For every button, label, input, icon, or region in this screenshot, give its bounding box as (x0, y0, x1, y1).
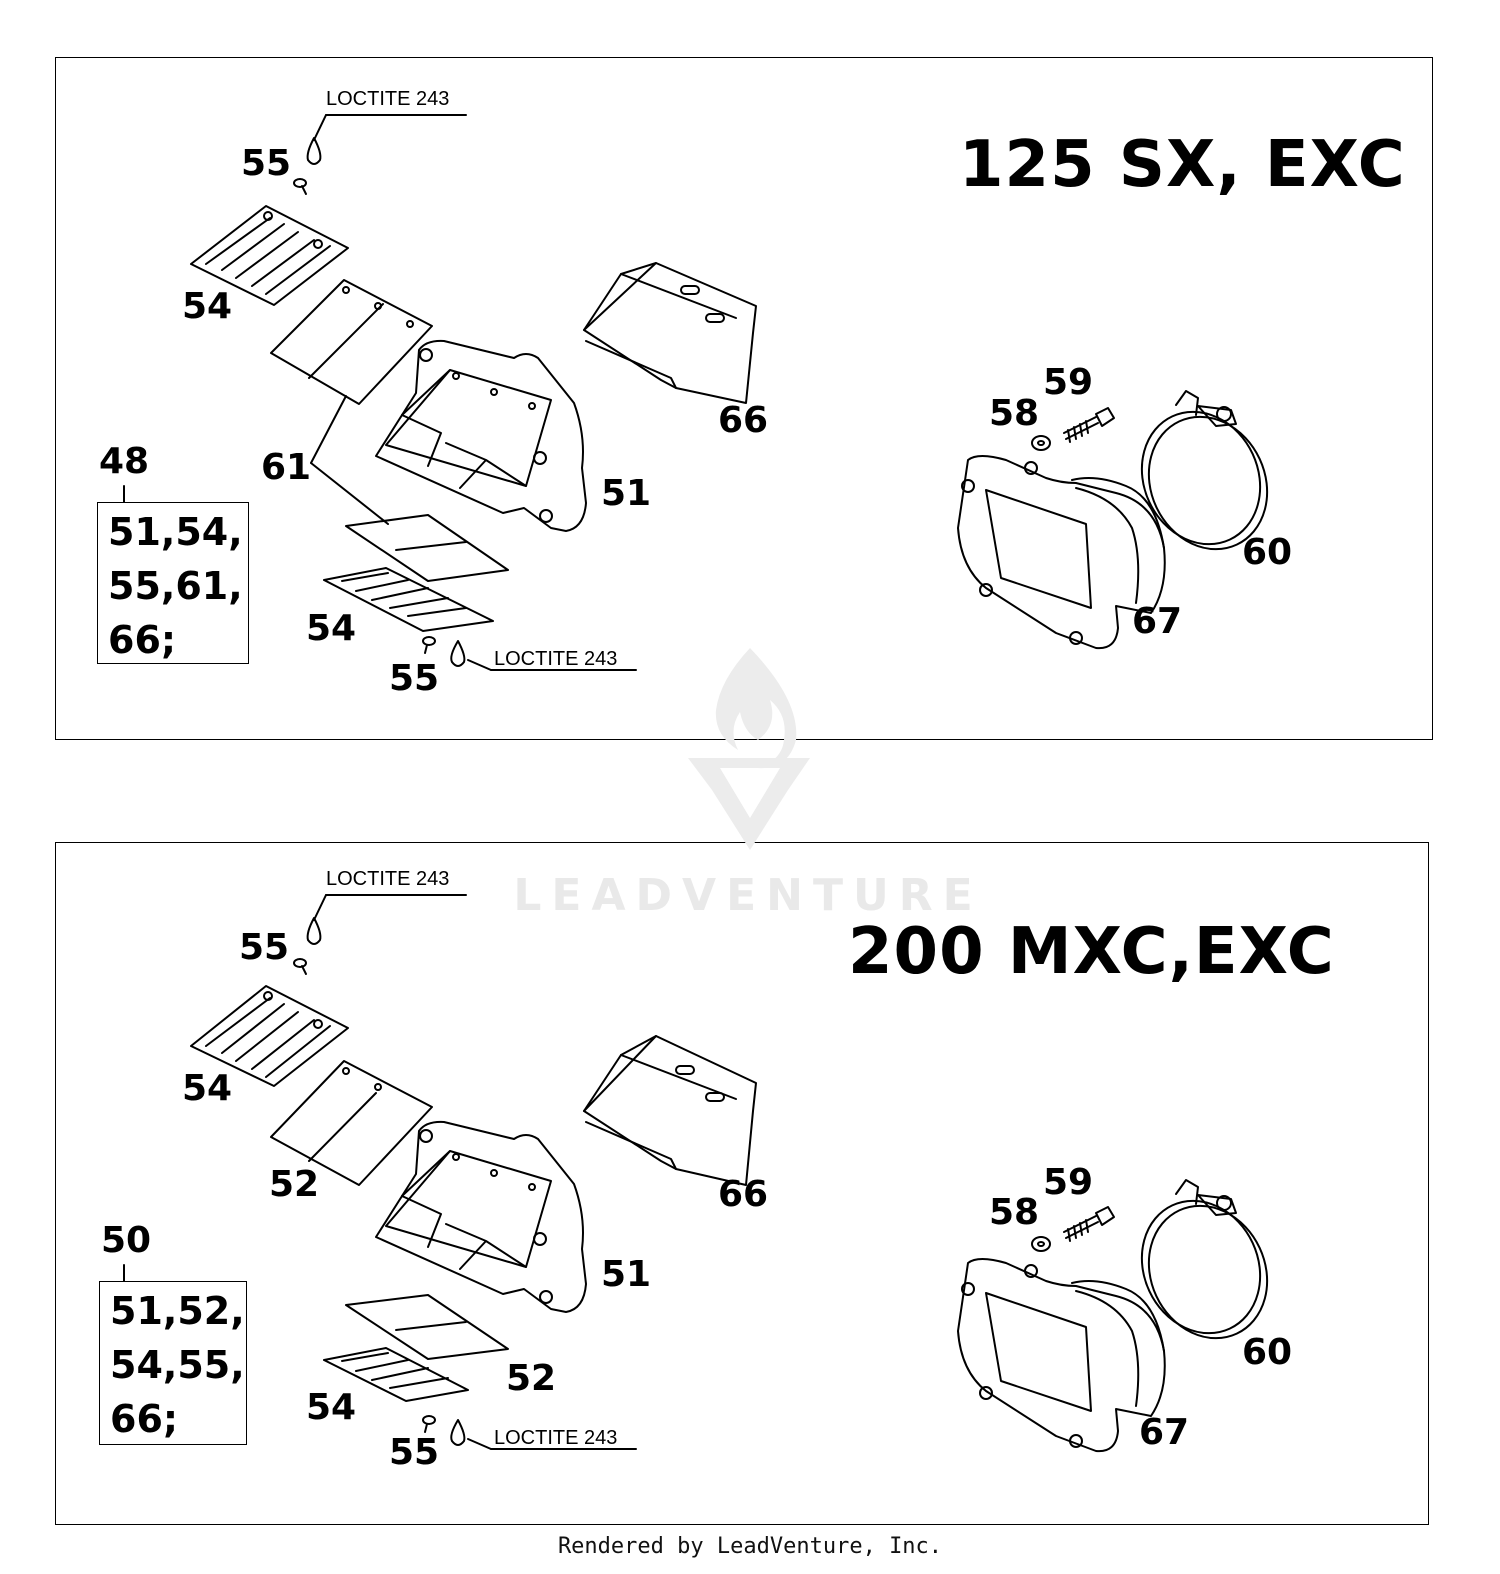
loctite-drop-top (306, 917, 322, 945)
kit-line: 66; (110, 1397, 179, 1441)
reed-stopper-top (190, 985, 349, 1087)
washer (1031, 1236, 1051, 1252)
callout-61: 61 (261, 447, 312, 488)
callout-60: 60 (1242, 532, 1293, 573)
callout-51: 51 (601, 1254, 652, 1295)
kit-line: 51,54, (108, 510, 243, 554)
kit-contents-box: 51,52, 54,55, 66; (99, 1281, 247, 1445)
diagram-panel-200: LOCTITE 243 200 MXC,EXC 55 54 52 51 66 5… (55, 842, 1429, 1525)
model-title: 125 SX, EXC (959, 128, 1406, 202)
kit-line: 55,61, (108, 564, 243, 608)
intake-manifold (957, 1258, 1166, 1453)
reed-stopper-top (190, 205, 349, 306)
loctite-leader-bottom (467, 1438, 637, 1450)
intake-cover (583, 262, 757, 404)
callout-66: 66 (718, 1174, 769, 1215)
loctite-drop-top (306, 137, 322, 165)
reed-housing (375, 1120, 587, 1313)
hose-clamp (1140, 390, 1269, 551)
callout-51: 51 (601, 473, 652, 514)
model-title: 200 MXC,EXC (848, 915, 1335, 989)
exploded-view-drawing (123, 114, 1269, 671)
loctite-note-bottom: LOCTITE 243 (494, 1427, 618, 1449)
diagram-panel-125: LOCTITE 243 125 SX, EXC 55 54 61 51 66 5… (55, 57, 1433, 740)
callout-60: 60 (1242, 1332, 1293, 1373)
callout-54-top: 54 (182, 286, 233, 327)
callout-52-top: 52 (269, 1164, 320, 1205)
callout-67: 67 (1139, 1412, 1190, 1453)
footer-credit: Rendered by LeadVenture, Inc. (557, 1534, 943, 1559)
washer (1031, 435, 1051, 451)
reed-stopper-bottom (323, 1347, 469, 1402)
callout-59: 59 (1043, 362, 1094, 403)
kit-line: 66; (108, 618, 177, 662)
kit-contents-box: 51,54, 55,61, 66; (97, 502, 249, 664)
reed-petal-bottom (345, 514, 509, 582)
loctite-note-bottom: LOCTITE 243 (494, 648, 618, 670)
callout-54-bottom: 54 (306, 1387, 357, 1428)
callout-52-bottom: 52 (506, 1358, 557, 1399)
callout-55-bottom: 55 (389, 1432, 440, 1473)
callout-55-bottom: 55 (389, 658, 440, 699)
bolt (1063, 407, 1115, 443)
hose-clamp (1140, 1179, 1269, 1340)
kit-line: 51,52, (110, 1289, 245, 1333)
loctite-leader-top (313, 894, 467, 921)
callout-55-top: 55 (241, 143, 292, 184)
intake-manifold (957, 455, 1166, 650)
kit-number: 48 (99, 441, 150, 482)
kit-line: 54,55, (110, 1343, 245, 1387)
kit-number: 50 (101, 1220, 152, 1261)
loctite-leader-top (313, 114, 467, 141)
loctite-note-top: LOCTITE 243 (326, 88, 450, 110)
exploded-view-drawing (123, 894, 1269, 1453)
loctite-note-top: LOCTITE 243 (326, 868, 450, 890)
callout-54-bottom: 54 (306, 608, 357, 649)
callout-58: 58 (989, 393, 1040, 434)
screw-top (293, 958, 307, 975)
bolt (1063, 1206, 1115, 1242)
callout-54-top: 54 (182, 1068, 233, 1109)
callout-55-top: 55 (239, 927, 290, 968)
callout-59: 59 (1043, 1162, 1094, 1203)
screw-bottom (422, 1415, 436, 1433)
reed-housing (375, 339, 587, 532)
loctite-drop-bottom (450, 1419, 466, 1446)
intake-cover (583, 1035, 757, 1186)
reed-stopper-bottom (323, 567, 494, 632)
callout-67: 67 (1132, 601, 1183, 642)
reed-petal-top (270, 279, 433, 405)
reed-petal-bottom (345, 1294, 509, 1360)
reed-petal-top (270, 1060, 433, 1186)
screw-bottom (422, 636, 436, 654)
loctite-leader-bottom (467, 659, 637, 671)
loctite-drop-bottom (450, 640, 466, 667)
reed-leader (310, 395, 389, 525)
callout-66: 66 (718, 400, 769, 441)
callout-58: 58 (989, 1192, 1040, 1233)
screw-top (293, 178, 307, 195)
